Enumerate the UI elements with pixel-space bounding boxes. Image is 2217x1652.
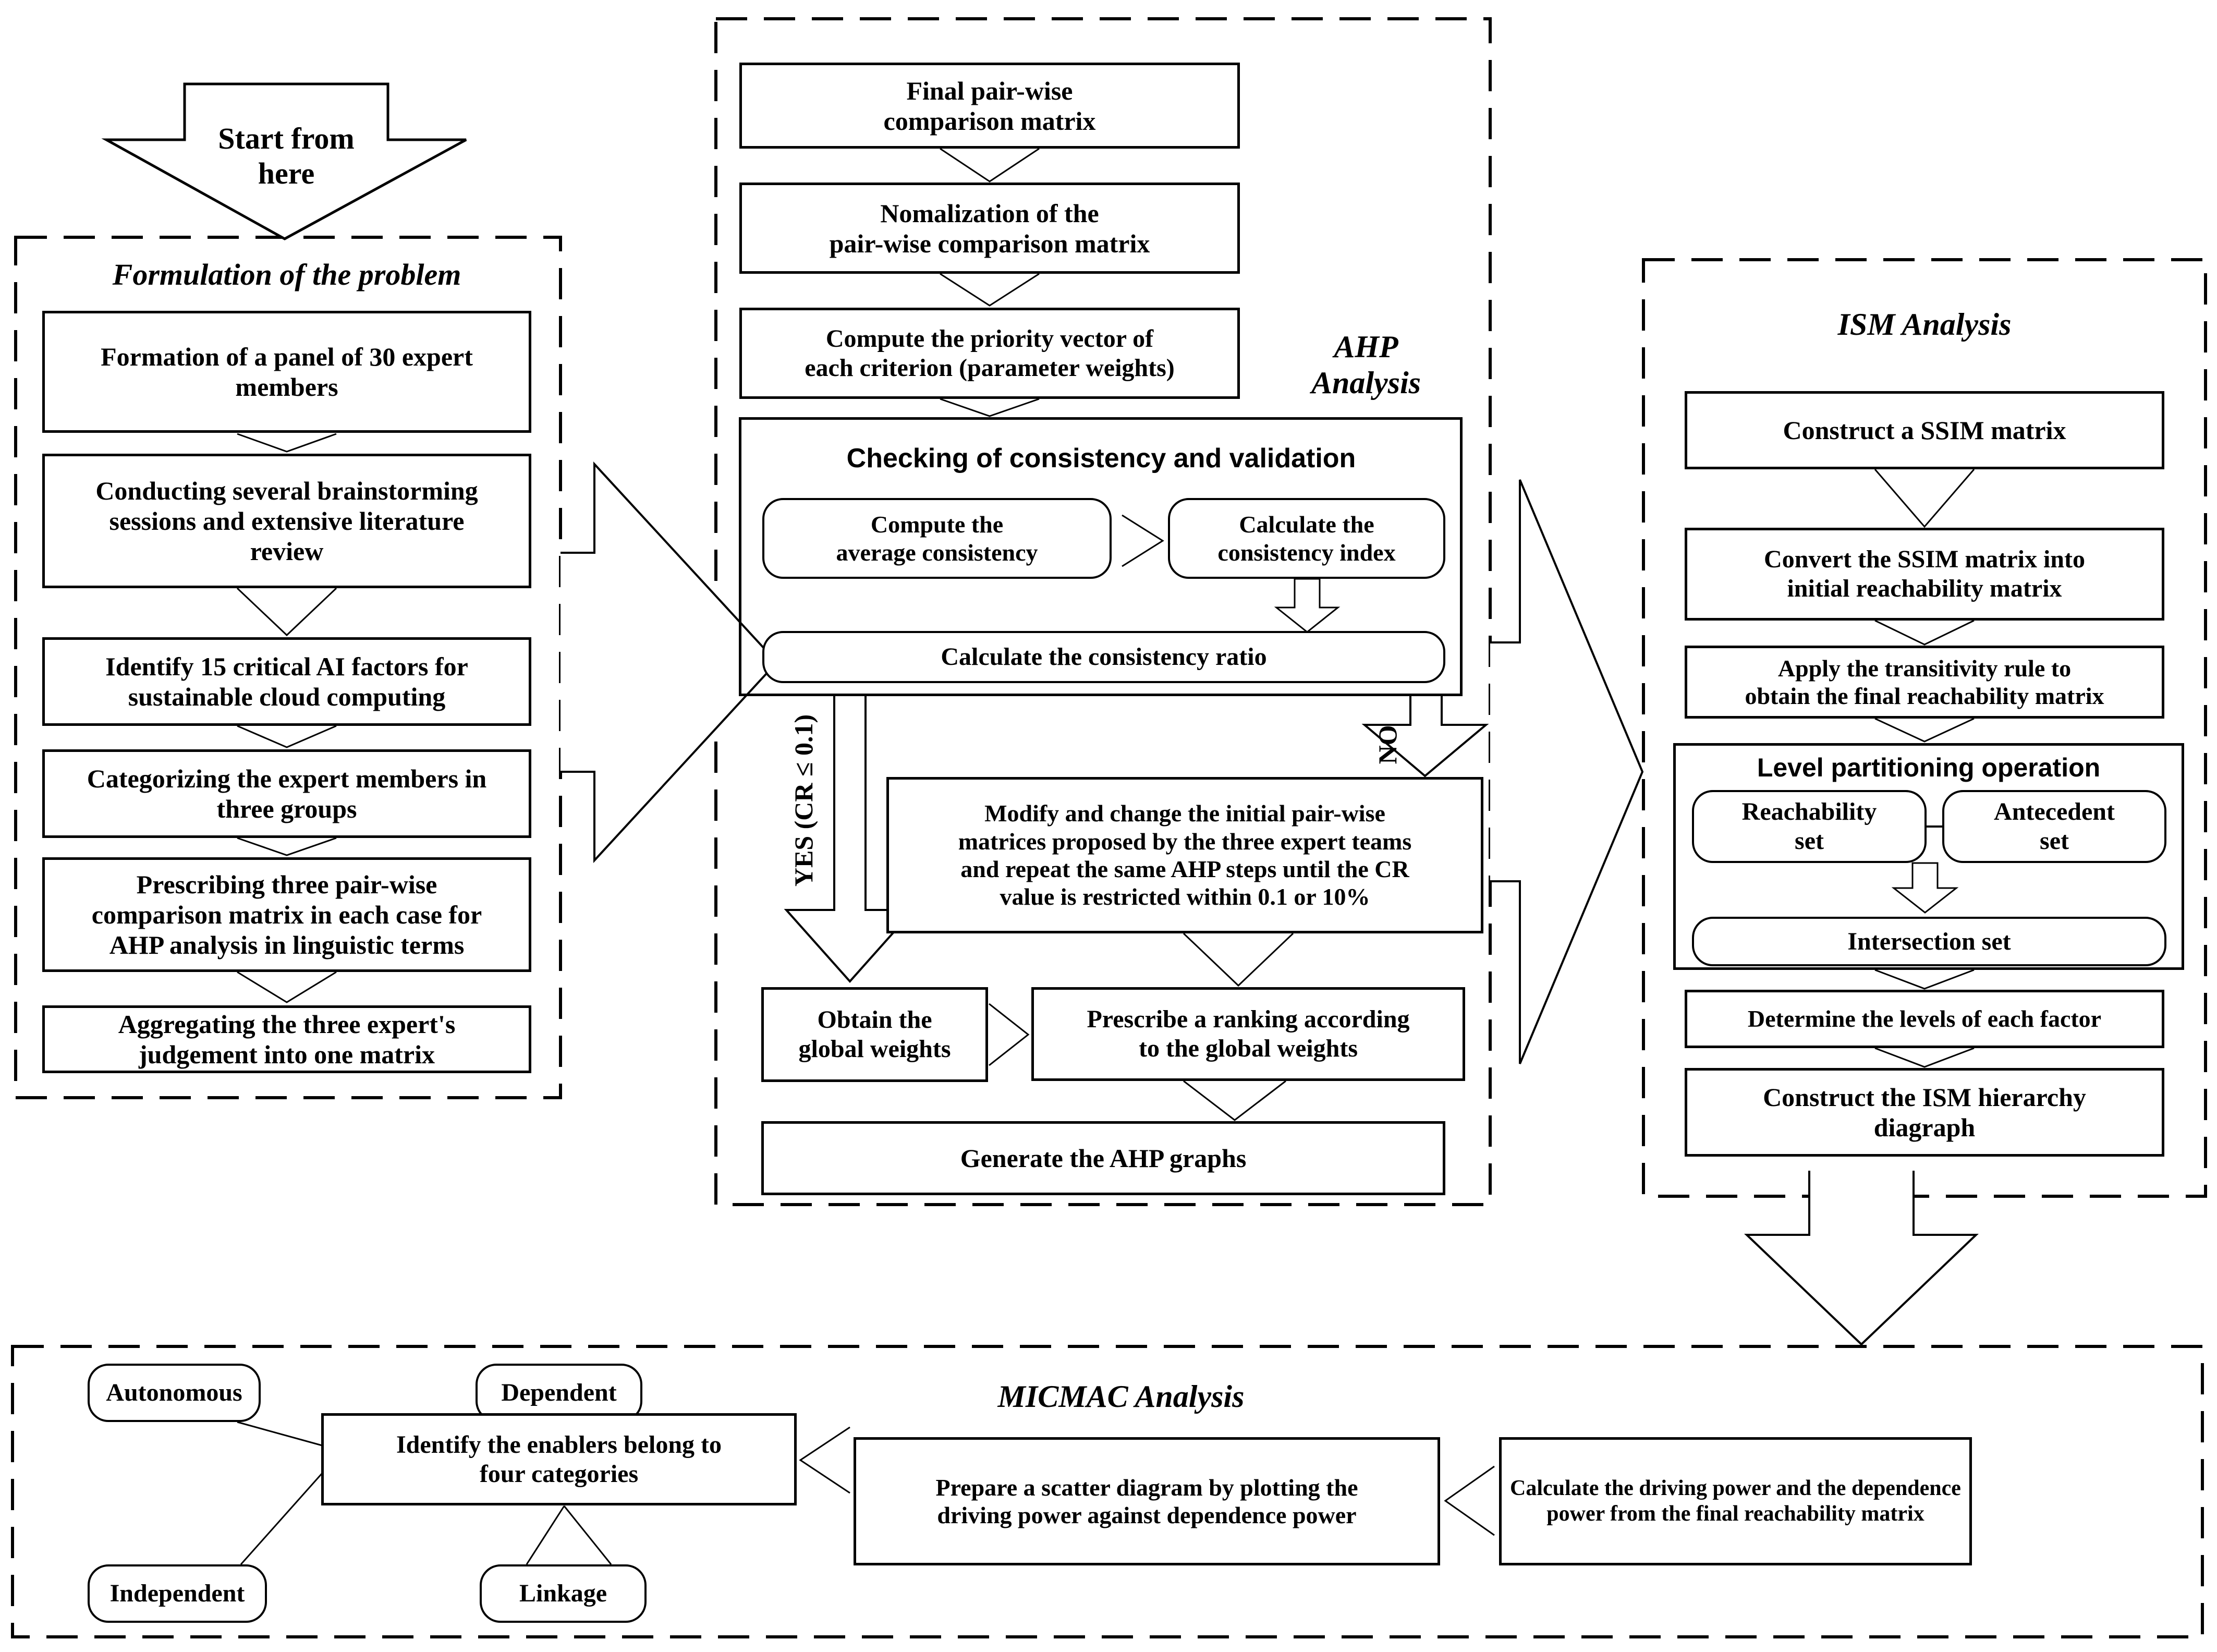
determine-levels: Determine the levels of each factor: [1685, 990, 2164, 1048]
level-partitioning-title: Level partitioning operation: [1757, 753, 2101, 783]
avg-to-index-arrow: [1122, 514, 1164, 567]
formulation-title: Formulation of the problem: [112, 257, 461, 291]
construct-ssim-matrix: Construct a SSIM matrix: [1685, 391, 2164, 469]
prepare-scatter-box: Prepare a scatter diagram by plotting th…: [854, 1437, 1440, 1565]
obtain-to-prescribe-arrow: [989, 1003, 1030, 1066]
category-linkage: Linkage: [480, 1564, 647, 1623]
calculate-consistency-index: Calculate the consistency index: [1168, 498, 1445, 579]
no-branch-arrow: [1361, 696, 1489, 778]
v-connector: [940, 398, 1040, 417]
category-autonomous: Autonomous: [88, 1364, 261, 1422]
start-label: Start from here: [218, 122, 355, 190]
v-connector: [1874, 718, 1975, 743]
ism-section-title: ISM Analysis: [1837, 307, 2012, 342]
start-arrow-shape: [101, 82, 467, 240]
v-connector: [1183, 932, 1294, 987]
v-connector: [1874, 620, 1975, 646]
linkage-link-line: [563, 1505, 612, 1565]
prepare-to-identify-arrow: [799, 1426, 850, 1494]
obtain-global-weights: Obtain the global weights: [761, 987, 988, 1082]
v-connector: [237, 971, 337, 1003]
autonomous-link-line: [237, 1421, 323, 1447]
v-connector: [1183, 1080, 1286, 1121]
antecedent-set: Antecedent set: [1942, 790, 2166, 863]
checking-consistency-group: [739, 417, 1463, 696]
step-categorize-experts: Categorizing the expert members in three…: [42, 749, 531, 838]
ism-to-micmac-arrow: [1744, 1171, 1979, 1346]
v-connector: [1874, 1047, 1975, 1068]
level-partitioning-group: [1673, 743, 2184, 970]
category-dependent: Dependent: [476, 1364, 642, 1422]
prescribe-ranking: Prescribe a ranking according to the glo…: [1031, 987, 1465, 1081]
calculate-power-box: Calculate the driving power and the depe…: [1499, 1437, 1972, 1565]
calculate-consistency-ratio: Calculate the consistency ratio: [762, 631, 1445, 683]
step-priority-vector: Compute the priority vector of each crit…: [739, 308, 1240, 399]
step-aggregate-judgement: Aggregating the three expert's judgement…: [42, 1005, 531, 1073]
micmac-section-title: MICMAC Analysis: [997, 1379, 1245, 1414]
v-connector: [940, 273, 1040, 307]
step-identify-factors: Identify 15 critical AI factors for sust…: [42, 637, 531, 726]
sets-to-intersection-arrow: [1891, 862, 1959, 914]
step-brainstorming: Conducting several brainstorming session…: [42, 454, 531, 588]
calculate-to-prepare-arrow: [1444, 1465, 1495, 1536]
intersection-set: Intersection set: [1692, 917, 2166, 966]
checking-consistency-title: Checking of consistency and validation: [846, 443, 1356, 474]
v-connector: [236, 587, 337, 637]
index-to-ratio-arrow: [1274, 578, 1341, 633]
v-connector: [237, 433, 337, 453]
no-branch-label: NO: [1373, 725, 1403, 764]
independent-link-line: [240, 1473, 323, 1565]
yes-branch-label: YES (CR ≤ 0.1): [789, 714, 819, 887]
ahp-to-ism-arrow: [1490, 479, 1644, 1064]
v-connector: [940, 148, 1040, 183]
generate-ahp-graphs: Generate the AHP graphs: [761, 1121, 1445, 1195]
step-normalization: Nomalization of the pair-wise comparison…: [739, 183, 1240, 274]
v-connector: [1874, 469, 1975, 528]
linkage-link-line: [526, 1505, 565, 1565]
convert-ssim-matrix: Convert the SSIM matrix into initial rea…: [1685, 528, 2164, 621]
step-prescribe-matrix: Prescribing three pair-wise comparison m…: [42, 857, 531, 972]
construct-ism-hierarchy: Construct the ISM hierarchy diagraph: [1685, 1068, 2164, 1157]
apply-transitivity-rule: Apply the transitivity rule to obtain th…: [1685, 646, 2164, 719]
ahp-section-title: AHP Analysis: [1311, 330, 1421, 400]
category-independent: Independent: [88, 1564, 267, 1623]
step-final-matrix: Final pair-wise comparison matrix: [739, 63, 1240, 149]
modify-matrices-box: Modify and change the initial pair-wise …: [886, 777, 1483, 933]
v-connector: [237, 725, 337, 748]
ism-dashed-container: [1642, 258, 2207, 1198]
v-connector: [237, 837, 337, 856]
micmac-dashed-container: [11, 1345, 2204, 1638]
step-formation-panel: Formation of a panel of 30 expert member…: [42, 311, 531, 433]
yes-branch-arrow: [784, 696, 916, 983]
compute-average-consistency: Compute the average consistency: [762, 498, 1112, 579]
v-connector: [1874, 969, 1975, 990]
reachability-set: Reachability set: [1692, 790, 1927, 863]
identify-enablers-box: Identify the enablers belong to four cat…: [321, 1413, 797, 1505]
